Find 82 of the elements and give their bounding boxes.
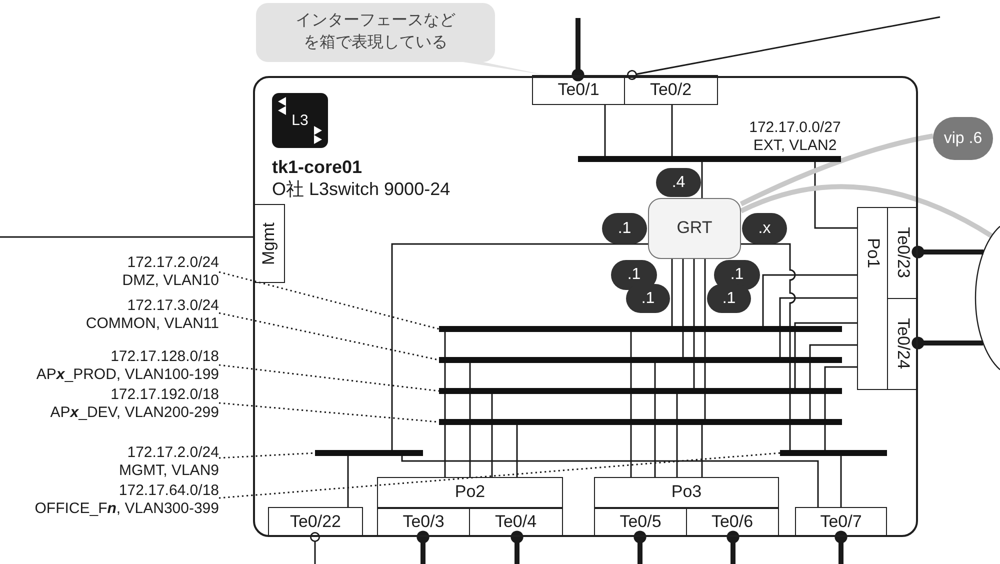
switch-frame <box>253 76 918 537</box>
cable-line <box>726 530 740 564</box>
leader-line <box>218 452 316 459</box>
bus-bar <box>780 450 887 456</box>
port-channel-box: Po3 <box>594 477 779 508</box>
link-line <box>444 332 446 477</box>
cable-line <box>834 530 848 564</box>
subnet-label: 172.17.0.0/27 EXT, VLAN2 <box>748 119 842 155</box>
interface-box: Te0/2 <box>624 75 718 105</box>
interface-box: Te0/1 <box>532 75 625 105</box>
link-line <box>401 456 819 507</box>
subnet-label: 172.17.3.0/24 COMMON, VLAN11 <box>83 297 219 333</box>
interface-box: Te0/4 <box>468 507 563 537</box>
cable-line <box>572 18 584 82</box>
leader-line <box>218 364 440 392</box>
link-line <box>630 332 632 477</box>
cable-line <box>634 530 646 564</box>
link-line <box>814 162 857 229</box>
bus-bar <box>439 357 842 363</box>
link-line <box>391 243 648 450</box>
link-line <box>762 274 857 326</box>
redundancy-arc <box>740 134 934 206</box>
subnet-label: 172.17.192.0/18 APx_DEV, VLAN200-299 <box>48 386 219 422</box>
address-tag: .1 <box>611 260 657 290</box>
leader-line <box>218 452 780 499</box>
link-line <box>671 259 673 326</box>
link-line <box>701 425 703 477</box>
link-line <box>347 456 349 507</box>
cable-line <box>510 530 524 564</box>
interface-box: Te0/22 <box>268 507 363 537</box>
link-line <box>701 162 703 198</box>
interface-box: Te0/5 <box>594 507 687 537</box>
interface-box: Mgmt <box>253 204 285 283</box>
link-line <box>779 297 857 357</box>
hostname-label: tk1-core01 <box>272 156 362 178</box>
address-tag: .x <box>742 213 787 244</box>
model-label: O社 L3switch 9000-24 <box>272 178 450 200</box>
routing-table-box: GRT <box>648 198 741 259</box>
link-line <box>693 259 695 388</box>
link-line <box>654 363 656 477</box>
link-line <box>676 394 678 477</box>
cable-line <box>912 246 984 258</box>
cable-line <box>0 236 253 238</box>
subnet-label: 172.17.2.0/24 DMZ, VLAN10 <box>120 254 219 290</box>
link-line <box>824 366 857 450</box>
redundancy-arc <box>740 184 993 238</box>
subnet-label: 172.17.64.0/18 OFFICE_Fn, VLAN300-399 <box>32 482 219 518</box>
address-tag: .1 <box>626 284 670 313</box>
interface-box: Te0/6 <box>686 507 779 537</box>
address-tag: .1 <box>707 284 751 313</box>
link-line <box>840 456 842 507</box>
link-line <box>794 322 857 388</box>
link-line <box>671 105 673 156</box>
cable-line <box>627 16 940 80</box>
leader-line <box>218 271 440 330</box>
cable-line <box>310 532 320 564</box>
link-line <box>704 259 706 419</box>
address-tag: .1 <box>602 213 647 244</box>
subnet-label: 172.17.2.0/24 MGMT, VLAN9 <box>116 444 219 480</box>
bus-bar <box>439 419 842 425</box>
port-channel-box: Po2 <box>377 477 563 508</box>
cable-line <box>416 530 430 564</box>
link-line <box>469 363 471 477</box>
link-line <box>516 425 518 477</box>
link-line <box>682 259 684 357</box>
bus-bar <box>439 326 842 332</box>
bus-bar <box>439 388 842 394</box>
l3-switch-icon: L3 <box>272 93 328 148</box>
link-line <box>741 243 796 450</box>
subnet-label: 172.17.128.0/18 APx_PROD, VLAN100-199 <box>34 348 219 384</box>
interface-box: Te0/7 <box>795 507 887 537</box>
port-channel-box: Po1 <box>857 207 888 390</box>
address-tag: .4 <box>656 168 701 197</box>
interface-box: Te0/3 <box>377 507 470 537</box>
cable-line <box>912 336 984 350</box>
link-line <box>809 344 857 419</box>
leader-line <box>218 312 440 361</box>
link-line <box>491 394 493 477</box>
bus-bar <box>578 156 841 162</box>
vip-tag: vip .6 <box>933 117 993 160</box>
bus-bar <box>315 450 423 456</box>
link-line <box>604 105 606 156</box>
